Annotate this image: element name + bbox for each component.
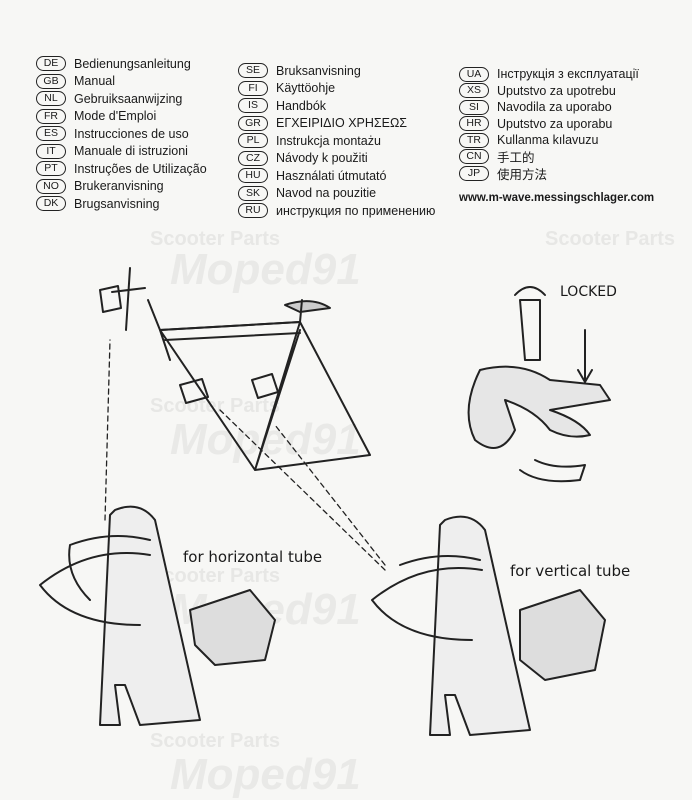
language-code-badge: DK: [36, 196, 66, 212]
language-manual-title: 手工的: [497, 151, 535, 166]
language-item: SK Navod na pouzitie: [238, 185, 435, 203]
language-manual-title: Gebruiksaanwijzing: [74, 91, 183, 106]
language-code-badge: FI: [238, 80, 268, 96]
language-code-badge: CZ: [238, 150, 268, 166]
horizontal-holder-drawing: [39, 505, 276, 726]
language-item: PL Instrukcja montażu: [238, 132, 435, 150]
language-item: GB Manual: [36, 73, 207, 91]
language-manual-title: 使用方法: [497, 167, 548, 182]
language-item: HU Használati útmutató: [238, 167, 435, 185]
language-code-badge: IT: [36, 143, 66, 159]
language-code-badge: SE: [238, 63, 268, 79]
language-manual-title: Mode d'Emploi: [74, 109, 157, 124]
language-manual-title: Instruções de Utilização: [74, 161, 207, 176]
language-item: CN 手工的: [459, 149, 639, 166]
language-item: DK Brugsanvisning: [36, 195, 207, 213]
language-item: ES Instrucciones de uso: [36, 125, 207, 143]
language-manual-title: Bruksanvisning: [276, 63, 361, 78]
language-item: CZ Návody k použiti: [238, 150, 435, 168]
language-item: RU инструкция по применению: [238, 202, 435, 220]
watermark: Moped91: [170, 245, 361, 294]
language-manual-title: Manuale di istruzioni: [74, 144, 188, 159]
language-code-badge: JP: [459, 165, 489, 181]
language-manual-title: Bedienungsanleitung: [74, 56, 191, 71]
language-manual-title: Uputstvo za uporabu: [497, 116, 613, 131]
language-item: DE Bedienungsanleitung: [36, 55, 207, 73]
language-code-badge: UA: [459, 66, 489, 82]
language-item: IT Manuale di istruzioni: [36, 143, 207, 161]
watermark: Moped91: [170, 750, 361, 799]
language-code-badge: IS: [238, 98, 268, 114]
language-item: SE Bruksanvisning: [238, 62, 435, 80]
watermark: Scooter Parts: [545, 228, 676, 250]
language-item: GR ΕΓΧΕΙΡΙΔΙΟ ΧΡΗΣΕΩΣ: [238, 115, 435, 133]
watermark: Scooter Parts: [150, 228, 281, 250]
language-code-badge: PL: [238, 133, 268, 149]
language-item: HR Uputstvo za uporabu: [459, 116, 639, 133]
language-item: PT Instruções de Utilização: [36, 160, 207, 178]
language-manual-title: Návody k použiti: [276, 151, 368, 166]
language-manual-title: инструкция по применению: [276, 203, 436, 218]
website-url: www.m-wave.messingschlager.com: [459, 192, 655, 204]
language-manual-title: Instrukcja montażu: [276, 133, 381, 148]
language-code-badge: PT: [36, 161, 66, 177]
language-item: FI Käyttöohje: [238, 80, 435, 98]
language-code-badge: SI: [459, 99, 489, 115]
language-manual-title: Navodila za uporabo: [497, 100, 612, 115]
language-manual-title: Használati útmutató: [276, 168, 387, 183]
language-item: XS Uputstvo za upotrebu: [459, 83, 639, 100]
language-code-badge: GB: [36, 73, 66, 89]
language-code-badge: DE: [36, 56, 66, 72]
language-code-badge: GR: [238, 115, 268, 131]
language-code-badge: XS: [459, 83, 489, 99]
watermark: Scooter Parts: [150, 565, 281, 587]
language-code-badge: RU: [238, 203, 268, 219]
vertical-tube-label: for vertical tube: [510, 562, 631, 580]
language-manual-title: Instrucciones de uso: [74, 126, 189, 141]
bicycle-frame-drawing: [99, 267, 371, 471]
locked-label: LOCKED: [560, 284, 617, 300]
language-code-badge: NO: [36, 178, 66, 194]
language-manual-title: Brukeranvisning: [74, 179, 164, 194]
language-manual-title: Uputstvo za upotrebu: [497, 83, 616, 98]
language-code-badge: CN: [459, 149, 489, 165]
language-manual-title: Kullanma kılavuzu: [497, 133, 599, 148]
horizontal-tube-label: for horizontal tube: [183, 548, 323, 566]
language-item: NO Brukeranvisning: [36, 178, 207, 196]
watermark: Scooter Parts: [150, 395, 281, 417]
language-manual-title: Інструкція з експлуатації: [497, 67, 639, 82]
watermark: Scooter Parts: [150, 730, 281, 752]
language-manual-title: Handbók: [276, 98, 327, 113]
language-manual-title: Manual: [74, 74, 115, 89]
language-item: UA Інструкція з експлуатації: [459, 66, 639, 83]
arrows: [104, 339, 386, 571]
language-item: FR Mode d'Emploi: [36, 108, 207, 126]
language-item: IS Handbók: [238, 97, 435, 115]
language-item: NL Gebruiksaanwijzing: [36, 90, 207, 108]
language-code-badge: FR: [36, 108, 66, 124]
language-item: JP 使用方法: [459, 165, 639, 182]
language-item: SI Navodila za uporabo: [459, 99, 639, 116]
language-code-badge: NL: [36, 91, 66, 107]
language-manual-title: Brugsanvisning: [74, 196, 160, 211]
language-code-badge: HR: [459, 116, 489, 132]
language-code-badge: TR: [459, 132, 489, 148]
locked-clamp-drawing: [467, 286, 611, 483]
vertical-holder-drawing: [371, 515, 606, 736]
language-code-badge: ES: [36, 126, 66, 142]
language-item: TR Kullanma kılavuzu: [459, 132, 639, 149]
language-code-badge: HU: [238, 168, 268, 184]
language-manual-title: Käyttöohje: [276, 81, 336, 96]
language-code-badge: SK: [238, 185, 268, 201]
language-manual-title: Navod na pouzitie: [276, 186, 377, 201]
language-manual-title: ΕΓΧΕΙΡΙΔΙΟ ΧΡΗΣΕΩΣ: [276, 116, 408, 131]
